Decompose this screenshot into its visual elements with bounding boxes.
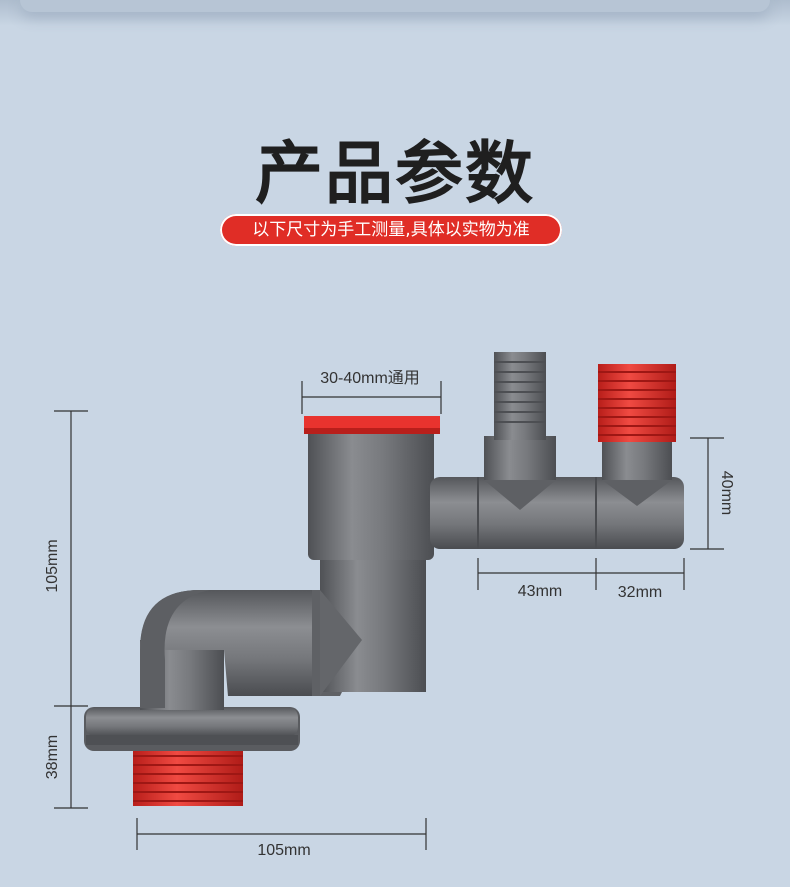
page-title: 产品参数 [254, 135, 535, 214]
vertical-riser [320, 556, 426, 696]
branch-height-label: 40mm [718, 471, 735, 515]
notice-badge: 以下尺寸为手工测量,具体以实物为准 [220, 214, 562, 246]
width-base-label: 105mm [257, 842, 310, 859]
base-flange [84, 707, 300, 751]
ribbed-nozzle [484, 352, 556, 510]
height-main-label: 105mm [44, 539, 61, 592]
branch-spacing-2-label: 32mm [618, 584, 662, 601]
height-base-label: 38mm [44, 735, 61, 779]
red-thread-nozzle [598, 364, 676, 506]
branch-pipe [430, 477, 684, 549]
base-thread [133, 748, 243, 806]
top-bar [20, 0, 770, 12]
top-inlet-label: 30-40mm通用 [320, 369, 420, 387]
dimension-lines [54, 381, 724, 850]
top-inlet-cup [304, 416, 440, 560]
branch-spacing-1-label: 43mm [518, 583, 562, 600]
